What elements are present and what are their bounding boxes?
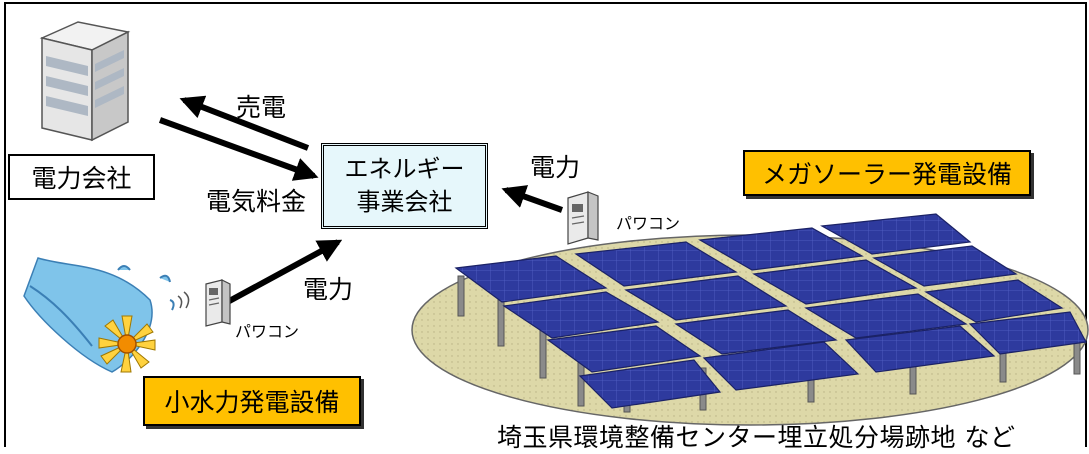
arrow-electricity-fee	[158, 117, 319, 181]
water-turbine-icon	[23, 257, 190, 373]
small-hydro-box: 小水力発電設備	[143, 376, 361, 426]
power-solar-label: 電力	[530, 153, 581, 182]
energy-company-box: エネルギー 事業会社	[321, 143, 488, 229]
power-conditioner-icon	[567, 191, 599, 245]
small-hydro-label: 小水力発電設備	[164, 388, 340, 417]
diagram-frame	[4, 2, 1087, 447]
utility-company-label: 電力会社	[31, 164, 132, 193]
sell-power-label: 売電	[236, 93, 287, 122]
mega-solar-box: メガソーラー発電設備	[743, 150, 1031, 196]
power-conditioner-solar-label: パワコン	[616, 214, 681, 233]
electricity-fee-label: 電気料金	[206, 187, 307, 216]
energy-company-label-line1: エネルギー	[344, 155, 465, 183]
mega-solar-label: メガソーラー発電設備	[761, 160, 1012, 189]
solar-panel-array	[454, 213, 1087, 413]
utility-company-box: 電力会社	[8, 154, 155, 200]
flow-arrows	[158, 95, 564, 308]
power-conditioner-icon	[205, 279, 231, 327]
power-conditioner-hydro-label: パワコン	[235, 322, 300, 341]
arrow-power-solar	[501, 185, 564, 213]
building-icon	[39, 21, 131, 142]
arrow-power-hydro	[220, 239, 343, 308]
power-hydro-label: 電力	[303, 275, 354, 304]
site-caption: 埼玉県環境整備センター埋立処分場跡地 など	[497, 423, 1016, 452]
energy-company-label-line2: 事業会社	[356, 188, 453, 216]
arrow-sell-power	[179, 95, 310, 151]
